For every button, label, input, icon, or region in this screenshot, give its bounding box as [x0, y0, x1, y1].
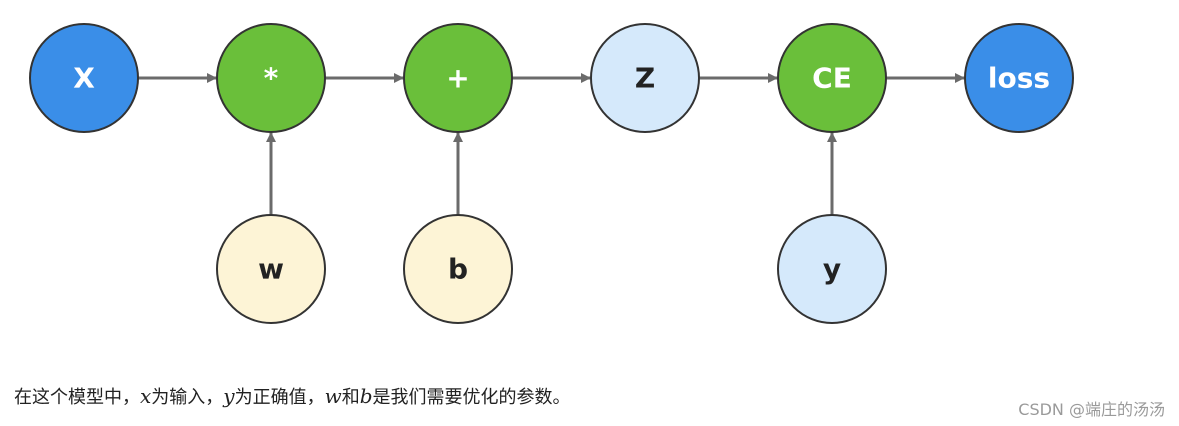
caption: 在这个模型中，x为输入，y为正确值，w和b是我们需要优化的参数。 [14, 383, 571, 409]
edges-layer [138, 73, 965, 215]
caption-part1: 在这个模型中， [14, 387, 140, 408]
node-X: X [29, 23, 139, 133]
node-y-circle [777, 214, 887, 324]
node-loss-label: loss [988, 62, 1050, 95]
node-mul-label: * [264, 62, 279, 95]
node-loss-circle [964, 23, 1074, 133]
node-CE: CE [777, 23, 887, 133]
caption-var-b: b [359, 384, 373, 408]
node-b-label: b [448, 253, 468, 286]
node-loss: loss [964, 23, 1074, 133]
node-Z-circle [590, 23, 700, 133]
node-b: b [403, 214, 513, 324]
caption-var-x: x [140, 384, 152, 408]
node-y: y [777, 214, 887, 324]
node-w: w [216, 214, 326, 324]
node-add: + [403, 23, 513, 133]
node-add-label: + [446, 62, 469, 95]
caption-part2: 为输入， [151, 387, 224, 408]
node-CE-label: CE [812, 62, 852, 95]
watermark: CSDN @端庄的汤汤 [1018, 400, 1165, 419]
node-w-circle [216, 214, 326, 324]
caption-var-y: y [223, 384, 235, 408]
nodes-layer: X * + Z CE loss w b y [29, 23, 1074, 324]
node-X-circle [29, 23, 139, 133]
caption-var-w: w [324, 384, 342, 408]
node-mul-circle [216, 23, 326, 133]
node-b-circle [403, 214, 513, 324]
caption-part5: 是我们需要优化的参数。 [372, 387, 571, 408]
node-w-label: w [258, 253, 284, 286]
caption-part4: 和 [341, 387, 360, 408]
node-Z-label: Z [635, 62, 655, 95]
caption-part3: 为正确值， [234, 387, 325, 408]
node-y-label: y [823, 253, 841, 286]
computation-graph: X * + Z CE loss w b y [29, 23, 1074, 324]
node-mul: * [216, 23, 326, 133]
node-X-label: X [73, 62, 95, 95]
node-CE-circle [777, 23, 887, 133]
node-Z: Z [590, 23, 700, 133]
node-add-circle [403, 23, 513, 133]
